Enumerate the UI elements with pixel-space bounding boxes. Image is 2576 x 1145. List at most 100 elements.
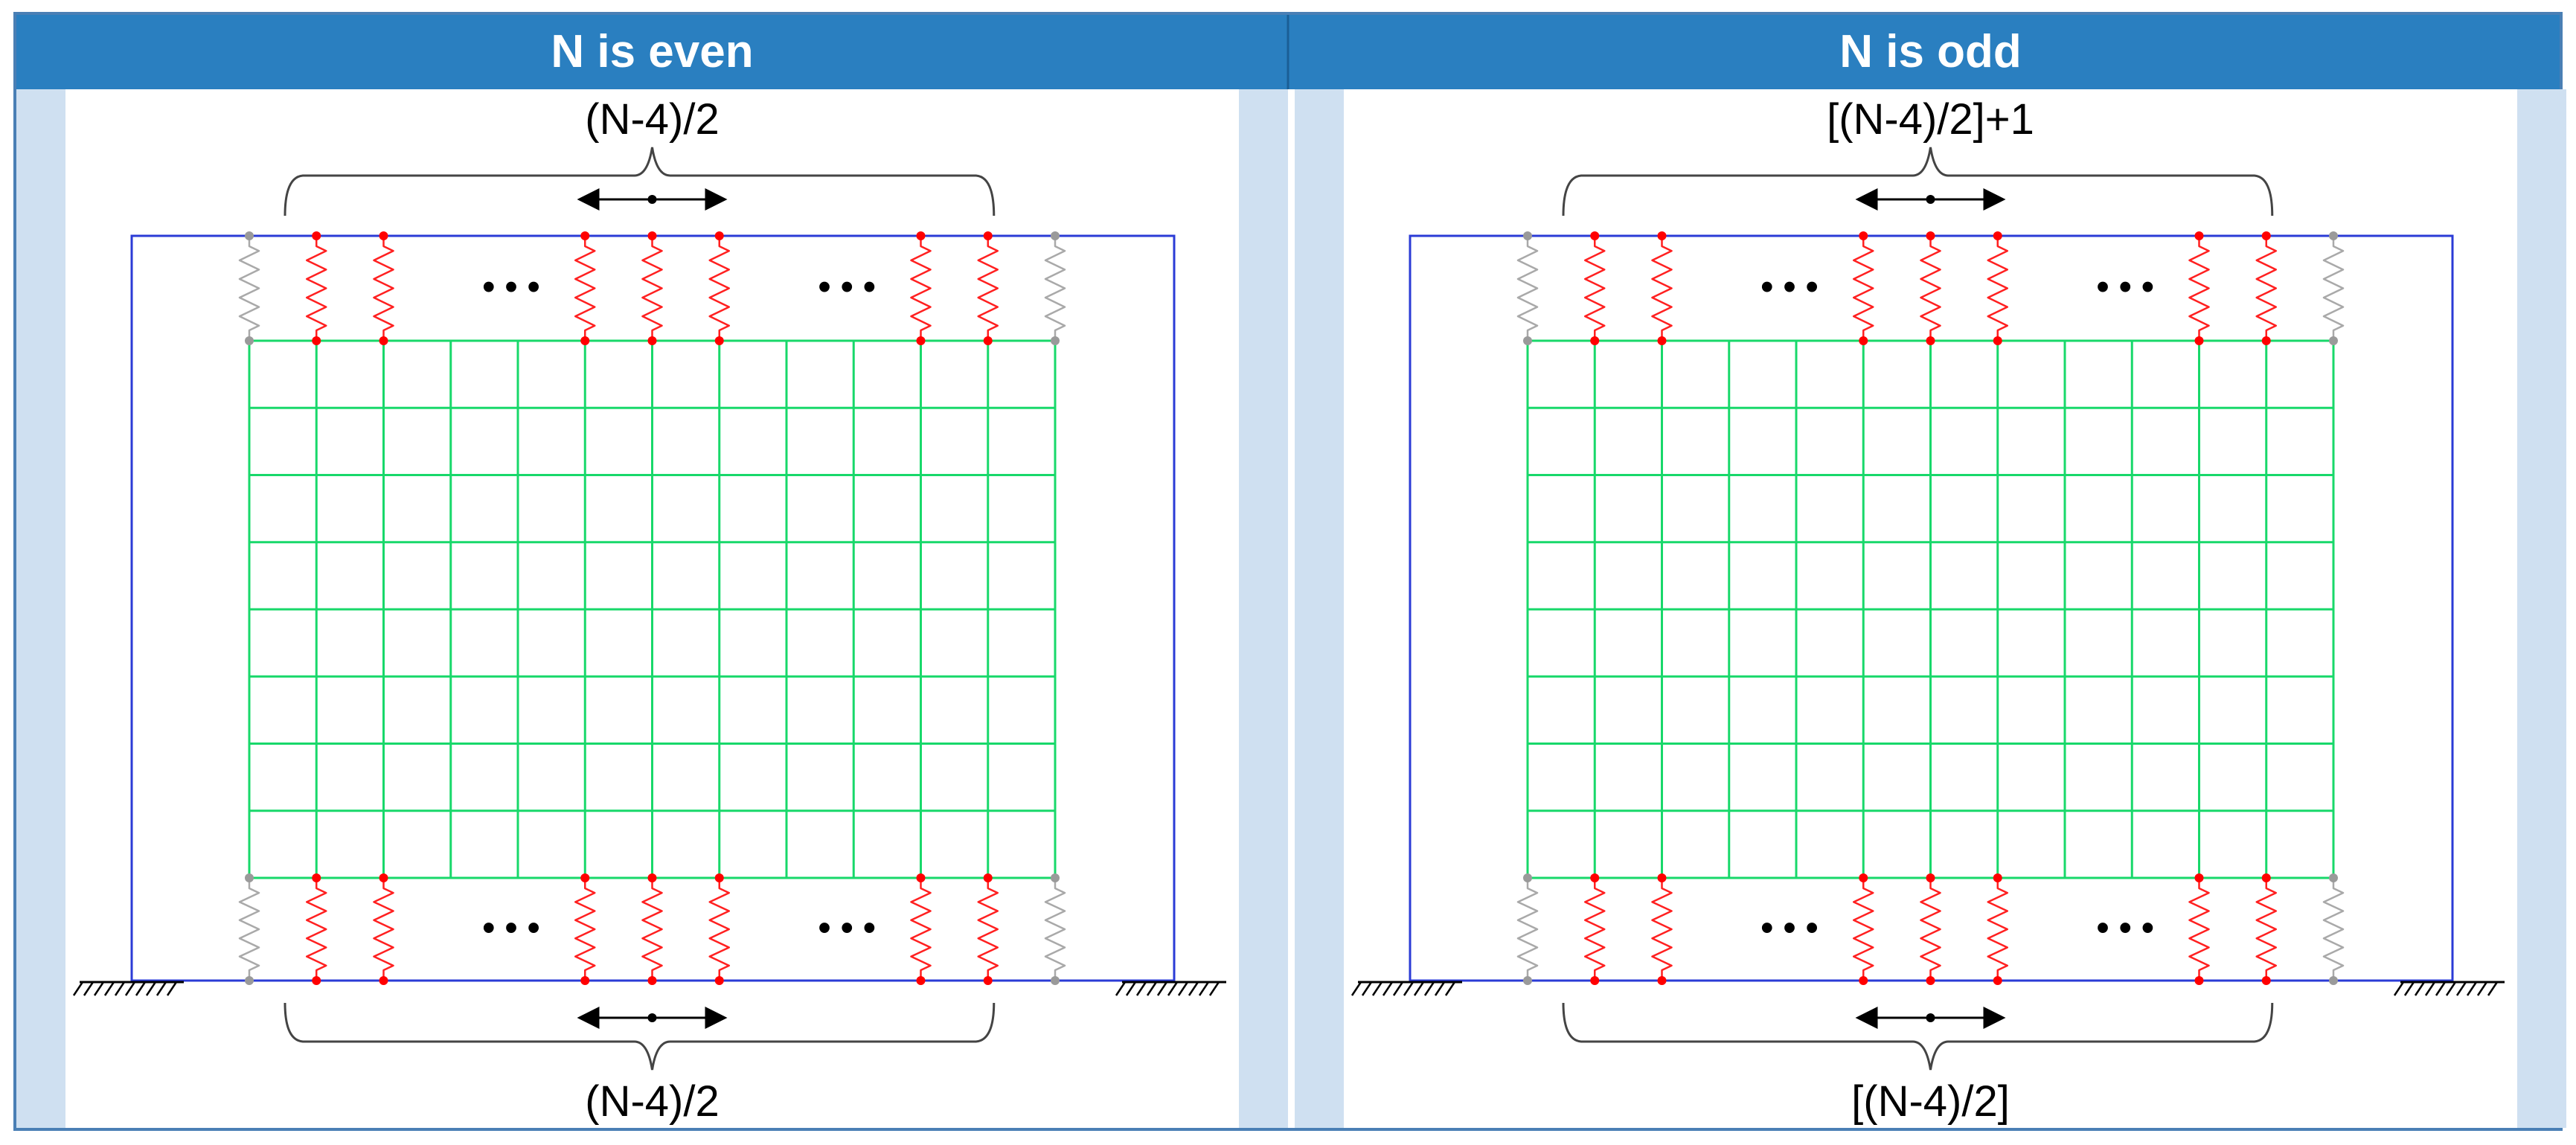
spring-red-bottom-node bbox=[1859, 873, 1868, 882]
spring-red-bottom bbox=[2188, 878, 2210, 981]
spring-red-top-node bbox=[983, 336, 993, 345]
top-count-label: (N-4)/2 bbox=[585, 95, 719, 144]
ground-hatch bbox=[1146, 981, 1158, 996]
motion-arrow-top bbox=[577, 188, 728, 211]
spring-red-bottom-node bbox=[312, 873, 321, 882]
spring-gray-top-node bbox=[1051, 231, 1060, 240]
ground-hatch bbox=[2435, 981, 2447, 996]
spring-red-bottom-node bbox=[916, 873, 926, 882]
spring-gray-bottom bbox=[1044, 878, 1066, 981]
spring-red-bottom-node bbox=[379, 873, 388, 882]
ground-hatch bbox=[1444, 981, 1456, 996]
motion-arrow-bottom bbox=[577, 1007, 728, 1029]
ground-hatch bbox=[1135, 981, 1147, 996]
spring-red-top-node bbox=[580, 336, 590, 345]
ground-hatch bbox=[1423, 981, 1435, 996]
spring-red-top-node bbox=[916, 231, 926, 240]
spring-gray-bottom-node bbox=[1523, 976, 1532, 985]
arrow-center-dot bbox=[647, 195, 657, 204]
spring-red-top-node bbox=[379, 336, 388, 345]
spring-red-top bbox=[977, 236, 999, 341]
spring-red-bottom-node bbox=[2261, 873, 2271, 882]
spring-gray-top-node bbox=[2329, 231, 2338, 240]
spring-gray-bottom-node bbox=[2329, 873, 2338, 882]
ellipsis-top: • • • bbox=[1760, 268, 1818, 307]
panel-header-title: N is odd bbox=[1839, 26, 2022, 77]
structure-frame bbox=[130, 234, 1176, 982]
panel-header-title: N is even bbox=[551, 26, 753, 77]
ground-hatch bbox=[1392, 981, 1404, 996]
ground-hatch bbox=[1115, 981, 1127, 996]
spring-red-top bbox=[1920, 236, 1941, 341]
spring-red-top-node bbox=[1859, 336, 1868, 345]
spring-red-top-node bbox=[1590, 231, 1600, 240]
ground-hatch bbox=[93, 981, 105, 996]
ellipsis-top: • • • bbox=[818, 268, 876, 307]
ground-hatch bbox=[135, 981, 147, 996]
spring-gray-bottom-node bbox=[1523, 873, 1532, 882]
ground-hatch bbox=[1434, 981, 1446, 996]
soil-mesh bbox=[248, 339, 1057, 879]
spring-red-top-node bbox=[1993, 336, 2002, 345]
spring-red-top-node bbox=[379, 231, 388, 240]
ground-hatch bbox=[2445, 981, 2457, 996]
ground-hatch bbox=[2487, 981, 2499, 996]
spring-red-bottom-node bbox=[1657, 976, 1667, 985]
spring-red-bottom bbox=[2255, 878, 2277, 981]
ground-support-left bbox=[72, 981, 184, 996]
spring-red-top bbox=[641, 236, 663, 341]
ground-hatch bbox=[83, 981, 94, 996]
ellipsis-bottom: • • • bbox=[1760, 908, 1818, 948]
spring-red-top bbox=[574, 236, 596, 341]
side-band-left bbox=[1295, 89, 1344, 1128]
spring-red-bottom-node bbox=[312, 976, 321, 985]
spring-red-bottom-node bbox=[2194, 976, 2204, 985]
motion-arrow-bottom bbox=[1855, 1007, 2006, 1029]
spring-red-top-node bbox=[2194, 336, 2204, 345]
spring-red-bottom bbox=[1651, 878, 1673, 981]
ground-hatch bbox=[145, 981, 157, 996]
ground-hatch bbox=[1351, 981, 1362, 996]
side-band-left bbox=[16, 89, 65, 1128]
spring-red-bottom-node bbox=[580, 976, 590, 985]
spring-red-bottom-node bbox=[379, 976, 388, 985]
spring-red-top-node bbox=[2261, 231, 2271, 240]
ellipsis-bottom: • • • bbox=[2097, 908, 2154, 948]
ground-hatch bbox=[1188, 981, 1199, 996]
spring-red-bottom-node bbox=[1926, 873, 1935, 882]
spring-gray-bottom-node bbox=[245, 873, 254, 882]
spring-red-top bbox=[1651, 236, 1673, 341]
ground-hatch bbox=[1403, 981, 1414, 996]
ellipsis-bottom: • • • bbox=[482, 908, 539, 948]
spring-red-bottom bbox=[977, 878, 999, 981]
arrow-center-dot bbox=[1926, 1013, 1935, 1022]
spring-red-bottom-node bbox=[1657, 873, 1667, 882]
ellipsis-bottom: • • • bbox=[818, 908, 876, 948]
spring-red-bottom-node bbox=[580, 873, 590, 882]
ground-hatch bbox=[2476, 981, 2488, 996]
bottom-count-label: (N-4)/2 bbox=[585, 1077, 719, 1126]
spring-red-top-node bbox=[714, 231, 724, 240]
ground-hatch bbox=[1413, 981, 1425, 996]
spring-gray-top-node bbox=[1523, 336, 1532, 345]
spring-red-top-node bbox=[1926, 336, 1935, 345]
spring-red-top bbox=[910, 236, 932, 341]
ground-hatch bbox=[124, 981, 136, 996]
spring-gray-top-node bbox=[245, 336, 254, 345]
spring-red-top bbox=[2255, 236, 2277, 341]
spring-red-top-node bbox=[2194, 231, 2204, 240]
top-count-label: [(N-4)/2]+1 bbox=[1827, 95, 2034, 144]
spring-red-bottom-node bbox=[1590, 976, 1600, 985]
ground-hatch bbox=[1167, 981, 1179, 996]
ellipsis-top: • • • bbox=[2097, 268, 2154, 307]
spring-red-top-node bbox=[312, 231, 321, 240]
ground-hatch bbox=[72, 981, 84, 996]
spring-red-bottom-node bbox=[714, 873, 724, 882]
spring-red-top bbox=[1584, 236, 1606, 341]
ground-hatch bbox=[1156, 981, 1168, 996]
spring-red-top-node bbox=[916, 336, 926, 345]
spring-red-top-node bbox=[1657, 231, 1667, 240]
spring-red-bottom bbox=[1853, 878, 1874, 981]
spring-red-top-node bbox=[1657, 336, 1667, 345]
